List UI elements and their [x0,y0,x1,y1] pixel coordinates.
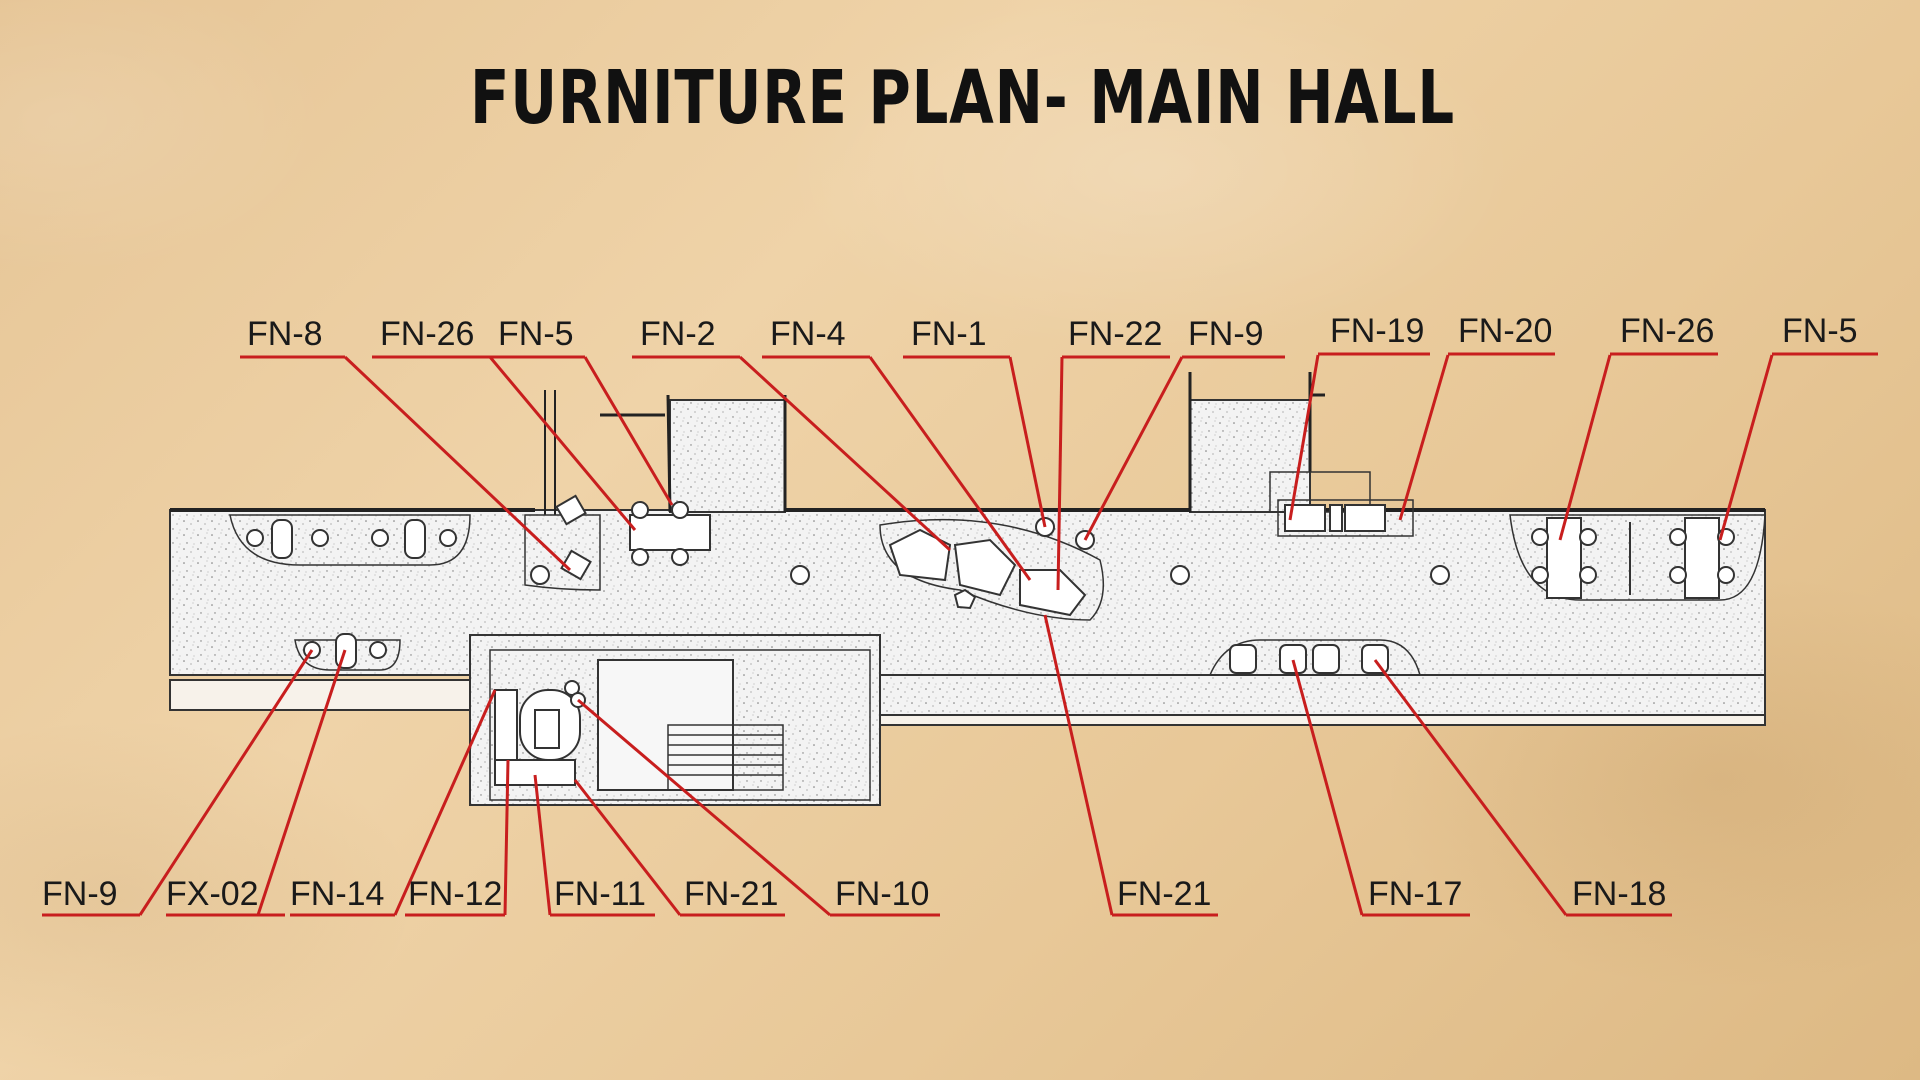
callout-label: FN-20 [1458,312,1552,350]
callout-label: FN-19 [1330,312,1424,350]
top-callout: FN-5 [490,315,674,506]
furniture [229,494,1766,786]
bottom-callout: FX-02 [166,649,347,917]
leader-line [738,355,952,552]
bottom-callout: FN-14 [290,689,497,917]
callout-label: FN-18 [1572,875,1666,913]
page-title: FURNITURE PLAN- MAIN HALL [470,55,1455,141]
leader-line [1558,354,1612,541]
callout-label: FN-9 [42,875,118,913]
bottom-callout: FN-21 [1043,614,1218,917]
callout-label: FN-21 [684,875,778,913]
leader-line [1288,354,1320,521]
leader-line [1056,356,1064,591]
callout-label: FN-11 [554,875,646,913]
callout-label: FN-5 [1782,312,1858,350]
top-callout: FN-8 [240,315,572,572]
top-callout: FN-5 [1718,312,1878,541]
leader-line [1398,354,1450,521]
leader-line [1043,614,1114,916]
top-callout: FN-19 [1288,312,1430,521]
leader-line [1008,356,1047,528]
bottom-callout: FN-12 [405,759,510,917]
callout-label: FN-22 [1068,315,1162,353]
leader-line [256,649,347,916]
callout-label: FN-9 [1188,315,1264,353]
top-callout: FN-26 [372,315,637,531]
callout-label: FN-8 [247,315,323,353]
callout-label: FN-17 [1368,875,1462,913]
top-callout: FN-22 [1056,315,1170,591]
leader-line [393,689,497,916]
top-callout: FN-20 [1398,312,1555,521]
bottom-callout: FN-10 [577,698,940,917]
leader-line [503,759,510,916]
callout-label: FN-1 [911,315,987,353]
leader-line [577,698,831,917]
callout-label: FN-2 [640,315,716,353]
bottom-callout: FN-18 [1373,659,1672,917]
callout-label: FX-02 [166,875,259,913]
callout-label: FN-26 [1620,312,1714,350]
callout-label: FN-5 [498,315,574,353]
leader-line [573,779,682,916]
leader-line [343,355,572,572]
bottom-callout: FN-9 [42,649,314,917]
leader-line [1373,659,1568,916]
bottom-callout: FN-11 [533,774,655,917]
callout-label: FN-21 [1117,875,1211,913]
top-callout: FN-4 [762,315,1032,581]
callout-label: FN-10 [835,875,929,913]
leader-line [1083,356,1184,541]
leader-line [583,356,674,506]
leader-line [1718,354,1774,541]
bottom-callout: FN-17 [1291,659,1470,917]
leader-line [138,649,314,916]
leader-line [488,356,637,531]
top-callout: FN-26 [1558,312,1718,541]
leader-line [868,356,1032,581]
callout-label: FN-12 [408,875,502,913]
callout-label: FN-4 [770,315,846,353]
plan-walls [169,372,1766,806]
top-callout: FN-1 [903,315,1047,528]
leader-line [533,774,552,916]
callout-label: FN-26 [380,315,474,353]
bottom-callout: FN-21 [573,779,785,917]
leader-line [1291,659,1364,916]
callout-label: FN-14 [290,875,384,913]
top-callout: FN-9 [1083,315,1285,541]
top-callout: FN-2 [632,315,952,552]
